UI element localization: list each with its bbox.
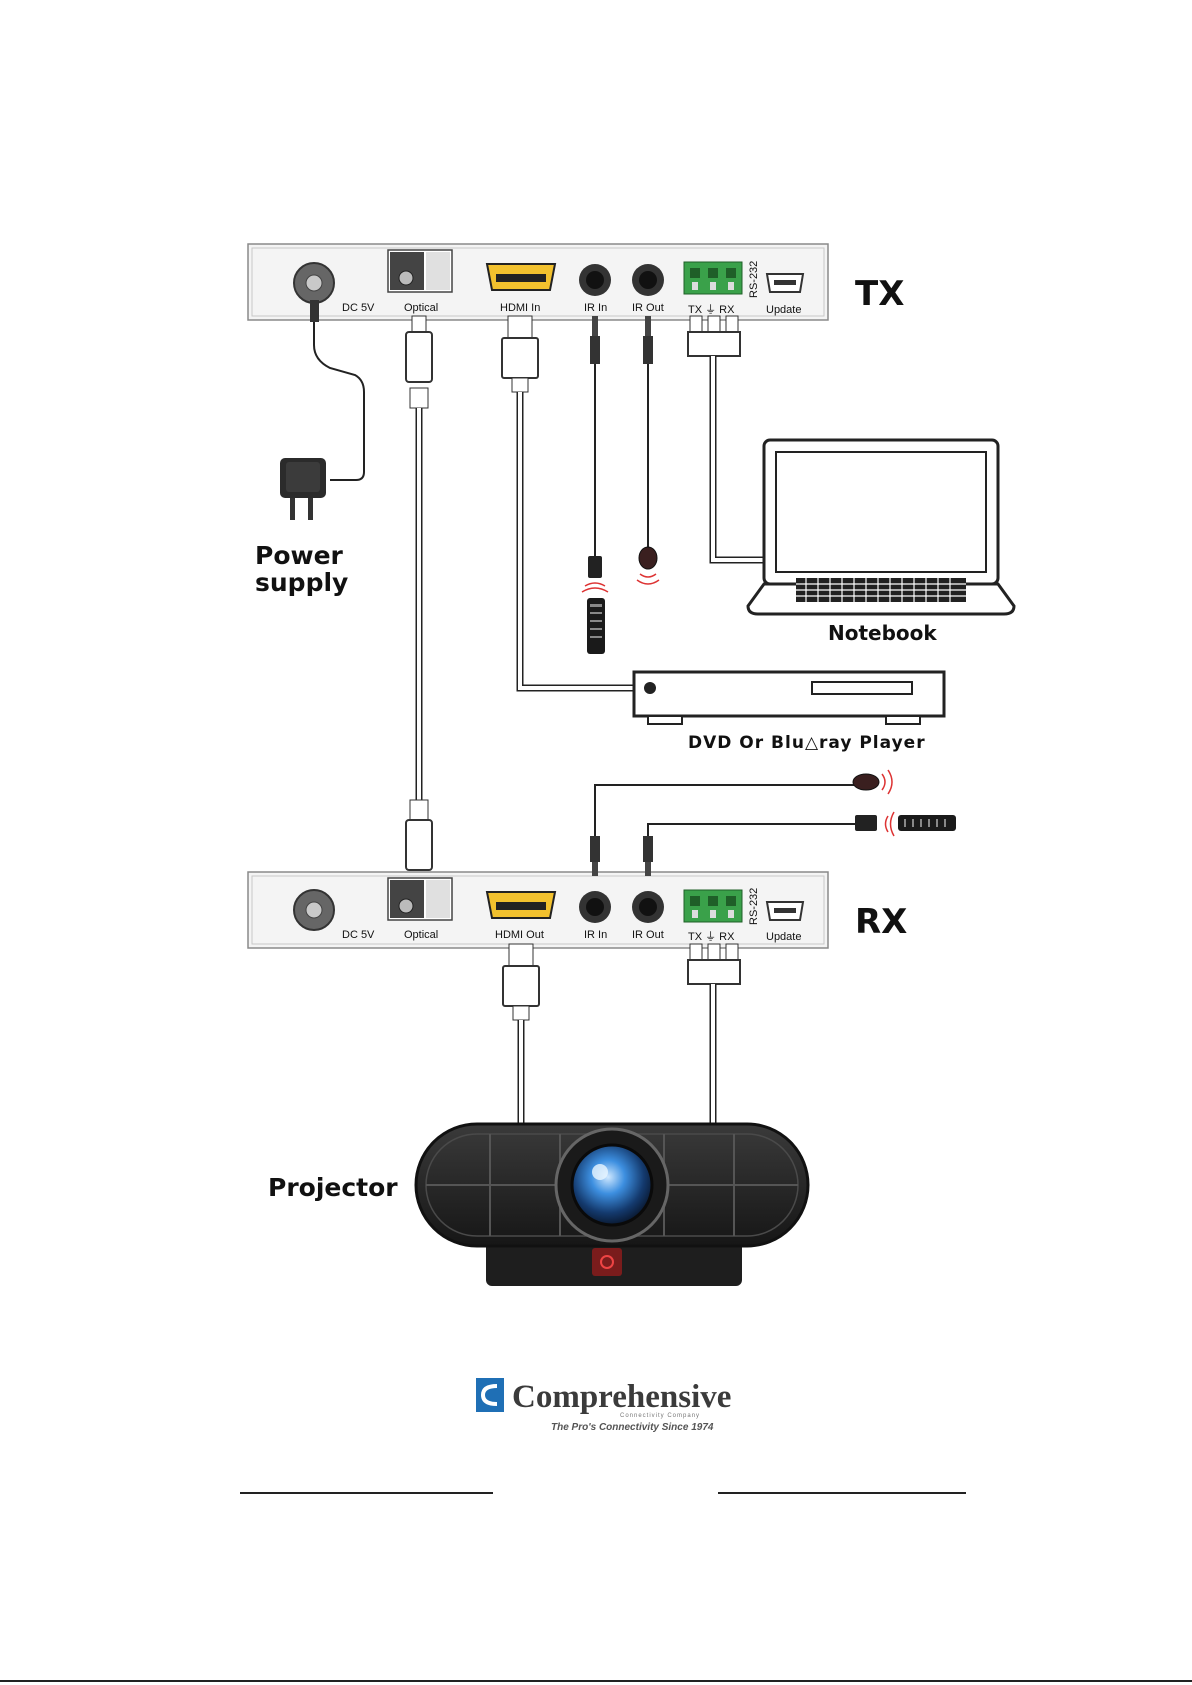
tx-optical-port [388,250,452,292]
rs232-cable-tx [688,316,770,560]
logo-name: Comprehensive [512,1379,731,1415]
tx-dc-jack [294,263,334,303]
remote-control-icon [582,583,608,654]
rx-dc-label: DC 5V [342,929,375,941]
rx-unit: DC 5V Optical HDMI Out IR In IR Out RS-2… [248,872,828,948]
tx-ir-out-jack [632,264,664,296]
rx-optical-port [388,878,452,920]
hdmi-cable-input [502,316,640,688]
tx-hdmi-port [487,264,555,290]
tx-unit: DC 5V Optical HDMI In IR In IR Out [248,244,828,320]
tx-terminal-block [684,262,742,294]
projector-label: Projector [268,1173,398,1202]
rx-ir-out-label: IR Out [632,929,664,941]
rx-terminal-block [684,890,742,922]
rs232-cable-rx [688,944,740,1132]
tx-update-label: Update [766,304,801,316]
ir-receiver-cable-rx [643,812,956,876]
tx-dc-label: DC 5V [342,302,375,314]
power-adapter-icon [280,458,326,520]
optical-fiber-cable [406,316,432,870]
logo-tagline: The Pro's Connectivity Since 1974 [551,1422,714,1433]
tx-rs232-label: RS-232 [748,261,760,298]
tx-optical-label: Optical [404,302,438,314]
rx-ir-out-jack [632,891,664,923]
rx-update-label: Update [766,931,801,943]
power-supply-label-1: Power [255,541,344,570]
rx-rs232-label: RS-232 [748,888,760,925]
tx-update-port [767,274,803,292]
company-logo: Comprehensive Connectivity Company The P… [476,1378,731,1433]
tx-ir-in-label: IR In [584,302,607,314]
tx-unit-label: TX [855,274,904,314]
tx-serial-label: TX ⏚ RX [688,303,735,316]
hdmi-cable-output [503,944,539,1132]
rx-optical-label: Optical [404,929,438,941]
tx-ir-in-jack [579,264,611,296]
rx-hdmi-label: HDMI Out [495,929,544,941]
rx-hdmi-port [487,892,555,918]
ir-emitter-cable-tx [637,316,659,584]
logo-sub: Connectivity Company [620,1413,700,1419]
notebook-icon [748,440,1014,614]
notebook-label: Notebook [828,621,937,645]
rx-unit-label: RX [855,902,907,942]
tx-ir-out-label: IR Out [632,302,664,314]
power-supply-label-2: supply [255,568,348,597]
projector-icon [416,1124,808,1286]
power-cable [310,300,364,480]
tx-hdmi-label: HDMI In [500,302,540,314]
rx-ir-in-label: IR In [584,929,607,941]
ir-receiver-cable-tx [588,316,602,578]
dvd-player-icon [634,672,944,724]
rx-dc-jack [294,890,334,930]
rx-update-port [767,902,803,920]
rx-serial-label: TX ⏚ RX [688,930,735,943]
dvd-label: DVD Or Blu△ray Player [688,733,926,753]
rx-ir-in-jack [579,891,611,923]
